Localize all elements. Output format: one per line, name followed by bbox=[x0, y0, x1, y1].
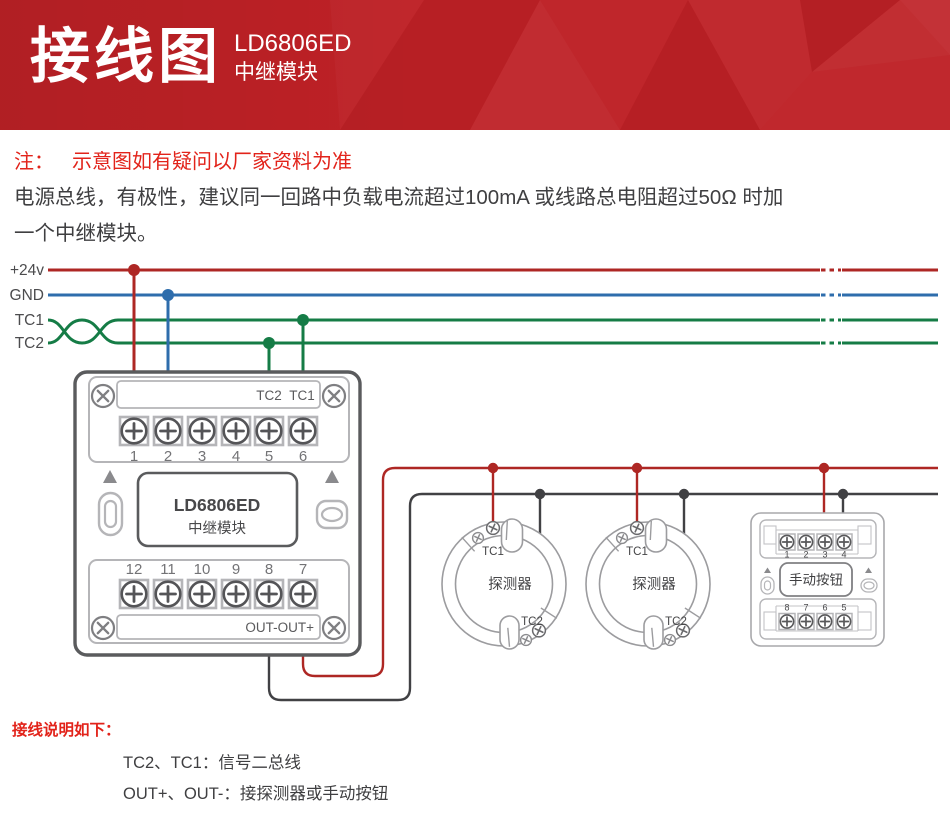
terminal-screw-icon bbox=[835, 612, 853, 631]
terminal-screw-icon bbox=[816, 612, 834, 631]
mounting-slot-icon bbox=[103, 499, 118, 529]
terminal-screw-icon bbox=[253, 578, 285, 610]
detector-tc2-label: TC2 bbox=[665, 616, 687, 628]
terminal-screw-icon bbox=[118, 578, 150, 610]
terminal-screw-icon bbox=[287, 578, 319, 610]
mounting-slot-icon bbox=[763, 580, 772, 591]
terminal-number: 2 bbox=[803, 550, 808, 560]
corner-screw-icon bbox=[90, 383, 116, 409]
terminal-number: 4 bbox=[232, 448, 240, 465]
out-plus-wire bbox=[301, 466, 938, 678]
terminal-screw-icon bbox=[778, 533, 796, 551]
bus-label-gnd: GND bbox=[10, 287, 44, 304]
terminal-screw-icon bbox=[287, 415, 319, 447]
terminal-screw-icon bbox=[118, 415, 150, 447]
terminal-number: 6 bbox=[822, 603, 827, 613]
description-line-1: 电源总线，有极性，建议同一回路中负载电流超过100mA 或线路总电阻超过50Ω … bbox=[14, 186, 784, 209]
bus-label-24v: +24v bbox=[10, 262, 44, 279]
detector-tc2-label: TC2 bbox=[521, 616, 543, 628]
terminal-screw-icon bbox=[816, 533, 834, 551]
corner-screw-icon bbox=[321, 383, 347, 409]
terminal-screw-icon bbox=[152, 415, 184, 447]
module-bottom-terminals: 12 11 10 9 8 7 bbox=[118, 561, 319, 610]
terminal-number: 1 bbox=[130, 448, 138, 465]
bus-lines: +24v GND TC1 TC2 bbox=[10, 262, 938, 352]
mounting-slot-icon bbox=[863, 581, 875, 590]
triangle-marker-icon bbox=[865, 567, 872, 573]
module-model-label: LD6806ED bbox=[174, 495, 261, 515]
terminal-screw-icon bbox=[253, 415, 285, 447]
terminal-screw-icon bbox=[220, 415, 252, 447]
bus-tc1-wire bbox=[47, 318, 938, 345]
header-banner: 接线图 LD6806ED 中继模块 bbox=[0, 0, 950, 130]
detector-1: TC1 探测器 TC2 bbox=[442, 519, 566, 649]
terminal-number: 11 bbox=[160, 561, 176, 578]
terminal-screw-icon bbox=[186, 415, 218, 447]
note-line: 注： 示意图如有疑问以厂家资料为准 bbox=[14, 145, 352, 174]
detector-label: 探测器 bbox=[488, 576, 532, 593]
legend-line-2: OUT+、OUT-：接探测器或手动按钮 bbox=[123, 785, 389, 803]
terminal-number: 12 bbox=[126, 561, 143, 578]
terminal-number: 9 bbox=[232, 561, 240, 578]
out-minus-wire bbox=[267, 492, 938, 702]
module-strip-out: OUT-OUT+ bbox=[245, 620, 314, 635]
terminal-screw-icon bbox=[220, 578, 252, 610]
terminal-number: 8 bbox=[265, 561, 273, 578]
terminal-number: 8 bbox=[784, 603, 789, 613]
terminal-screw-icon bbox=[835, 533, 853, 551]
page-title: 接线图 bbox=[30, 23, 222, 90]
manual-button-label: 手动按钮 bbox=[789, 573, 843, 588]
terminal-number: 7 bbox=[299, 561, 307, 578]
header-pattern bbox=[0, 0, 950, 130]
detector-tc1-label: TC1 bbox=[482, 546, 504, 558]
terminal-number: 3 bbox=[822, 550, 827, 560]
terminal-number: 10 bbox=[194, 561, 211, 578]
terminal-number: 2 bbox=[164, 448, 172, 465]
bus-label-tc2: TC2 bbox=[15, 335, 44, 352]
corner-screw-icon bbox=[321, 615, 347, 641]
model-label: LD6806ED bbox=[234, 30, 352, 57]
detector-tc1-label: TC1 bbox=[626, 546, 648, 558]
bus-tc2-wire bbox=[47, 318, 938, 345]
bus-label-tc1: TC1 bbox=[15, 312, 44, 329]
manual-button-box: 1 2 3 4 手动按钮 8 7 6 5 bbox=[750, 512, 885, 647]
terminal-number: 7 bbox=[803, 603, 808, 613]
mounting-slot-icon bbox=[320, 506, 344, 523]
terminal-screw-icon bbox=[778, 612, 796, 631]
legend-line-1: TC2、TC1：信号二总线 bbox=[123, 754, 301, 772]
terminal-number: 5 bbox=[265, 448, 273, 465]
terminal-screw-icon bbox=[186, 578, 218, 610]
legend-title: 接线说明如下： bbox=[12, 722, 121, 739]
module-name-label: 中继模块 bbox=[188, 520, 246, 537]
model-subtitle: 中继模块 bbox=[234, 61, 318, 84]
terminal-number: 6 bbox=[299, 448, 307, 465]
terminal-number: 4 bbox=[841, 550, 846, 560]
module-strip-tc1: TC1 bbox=[289, 388, 315, 403]
repeater-module: TC2 TC1 1 2 3 4 5 6 bbox=[73, 370, 362, 657]
terminal-number: 5 bbox=[841, 603, 846, 613]
module-strip-tc2: TC2 bbox=[256, 388, 282, 403]
terminal-number: 3 bbox=[198, 448, 206, 465]
note-text: 示意图如有疑问以厂家资料为准 bbox=[72, 151, 352, 173]
terminal-number: 1 bbox=[784, 550, 789, 560]
description-line-2: 一个中继模块。 bbox=[14, 222, 158, 245]
terminal-screw-icon bbox=[797, 533, 815, 551]
note-label: 注： bbox=[14, 151, 54, 173]
button-top-terminals: 1 2 3 4 bbox=[778, 533, 853, 560]
terminal-screw-icon bbox=[152, 578, 184, 610]
detector-label: 探测器 bbox=[632, 576, 676, 593]
button-bottom-terminals: 8 7 6 5 bbox=[778, 603, 853, 631]
triangle-marker-icon bbox=[764, 567, 771, 573]
corner-screw-icon bbox=[90, 615, 116, 641]
triangle-marker-icon bbox=[103, 470, 117, 483]
terminal-screw-icon bbox=[797, 612, 815, 631]
detector-2: TC1 探测器 TC2 bbox=[586, 519, 710, 649]
module-top-terminals: 1 2 3 4 5 6 bbox=[118, 415, 319, 465]
triangle-marker-icon bbox=[325, 470, 339, 483]
